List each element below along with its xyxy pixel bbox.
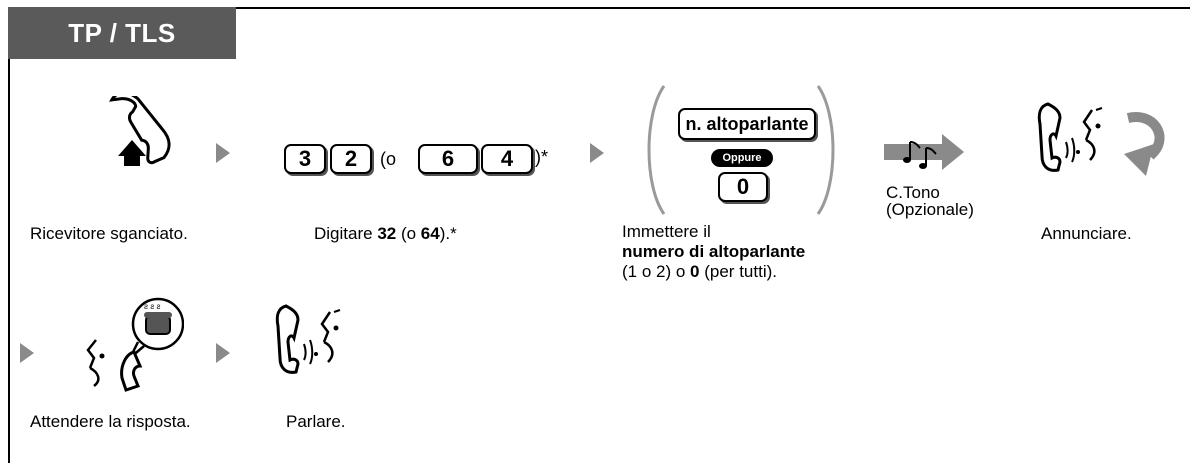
tone-line2: (Opzionale) [886,200,974,219]
right-bracket-icon [816,85,835,215]
step1-caption: Ricevitore sganciato. [30,224,188,243]
zero-key[interactable]: 0 [718,172,768,202]
step2-caption-post: ).* [439,224,457,243]
key-2-label: 2 [344,146,358,171]
step3-line3-b: 0 [690,262,700,281]
key-3-label: 3 [298,146,312,171]
or-open-text: (o [380,149,397,169]
waiting-answer-icon: ƨ ƨ ƨ [86,297,184,392]
talking-handset-2-icon [275,304,341,374]
step3-line2: numero di altoparlante [622,242,806,261]
section-title: TP / TLS [68,17,176,48]
step2-caption-pre: Digitare [314,224,378,243]
step2-caption-bold2: 64 [420,224,440,243]
step3-line1: Immettere il [622,222,711,241]
step4-caption: Annunciare. [1041,224,1132,243]
talking-handset-icon [1037,102,1103,172]
tone-caption: C.Tono (Opzionale) [886,184,974,218]
speaker-number-key[interactable]: n. altoparlante [678,108,816,140]
speaker-number-label: n. altoparlante [685,113,809,134]
step2-caption-bold1: 32 [377,224,397,243]
step5-caption: Attendere la risposta. [30,412,191,431]
svg-text:ƨ ƨ ƨ: ƨ ƨ ƨ [144,302,160,311]
step3-line3: (1 o 2) o 0 (per tutti). [622,262,805,282]
key-2[interactable]: 2 [330,144,372,174]
key-6[interactable]: 6 [418,144,478,174]
step2-caption-mid: (o [396,224,421,243]
step6-caption: Parlare. [286,412,346,431]
or-close-text: )* [535,147,548,167]
section-tab: TP / TLS [8,7,236,59]
key-4[interactable]: 4 [481,144,533,174]
left-bracket-icon [647,85,666,215]
step3-caption: Immettere il numero di altoparlante (1 o… [622,222,805,282]
flow-arrow-3-icon [20,343,34,363]
confirmation-tone-arrow-icon [884,134,964,170]
oppure-badge: Oppure [711,149,773,167]
step2-caption: Digitare 32 (o 64).* [314,224,457,244]
key-3[interactable]: 3 [284,144,326,174]
frame-top-rule [8,7,1190,9]
tone-line1: C.Tono [886,183,940,202]
loop-back-arrow-icon [1124,112,1165,176]
flow-arrow-4-icon [216,343,230,363]
flow-arrow-2-icon [590,143,604,163]
key-6-label: 6 [441,146,455,171]
oppure-label: Oppure [722,152,762,164]
flow-arrow-1-icon [216,143,230,163]
frame-left-rule [8,7,10,463]
key-4-label: 4 [500,146,514,171]
zero-key-label: 0 [736,174,750,199]
step3-line3-a: (1 o 2) o [622,262,691,281]
handset-off-hook-icon [109,96,171,166]
step3-line3-c: (per tutti). [699,262,777,281]
